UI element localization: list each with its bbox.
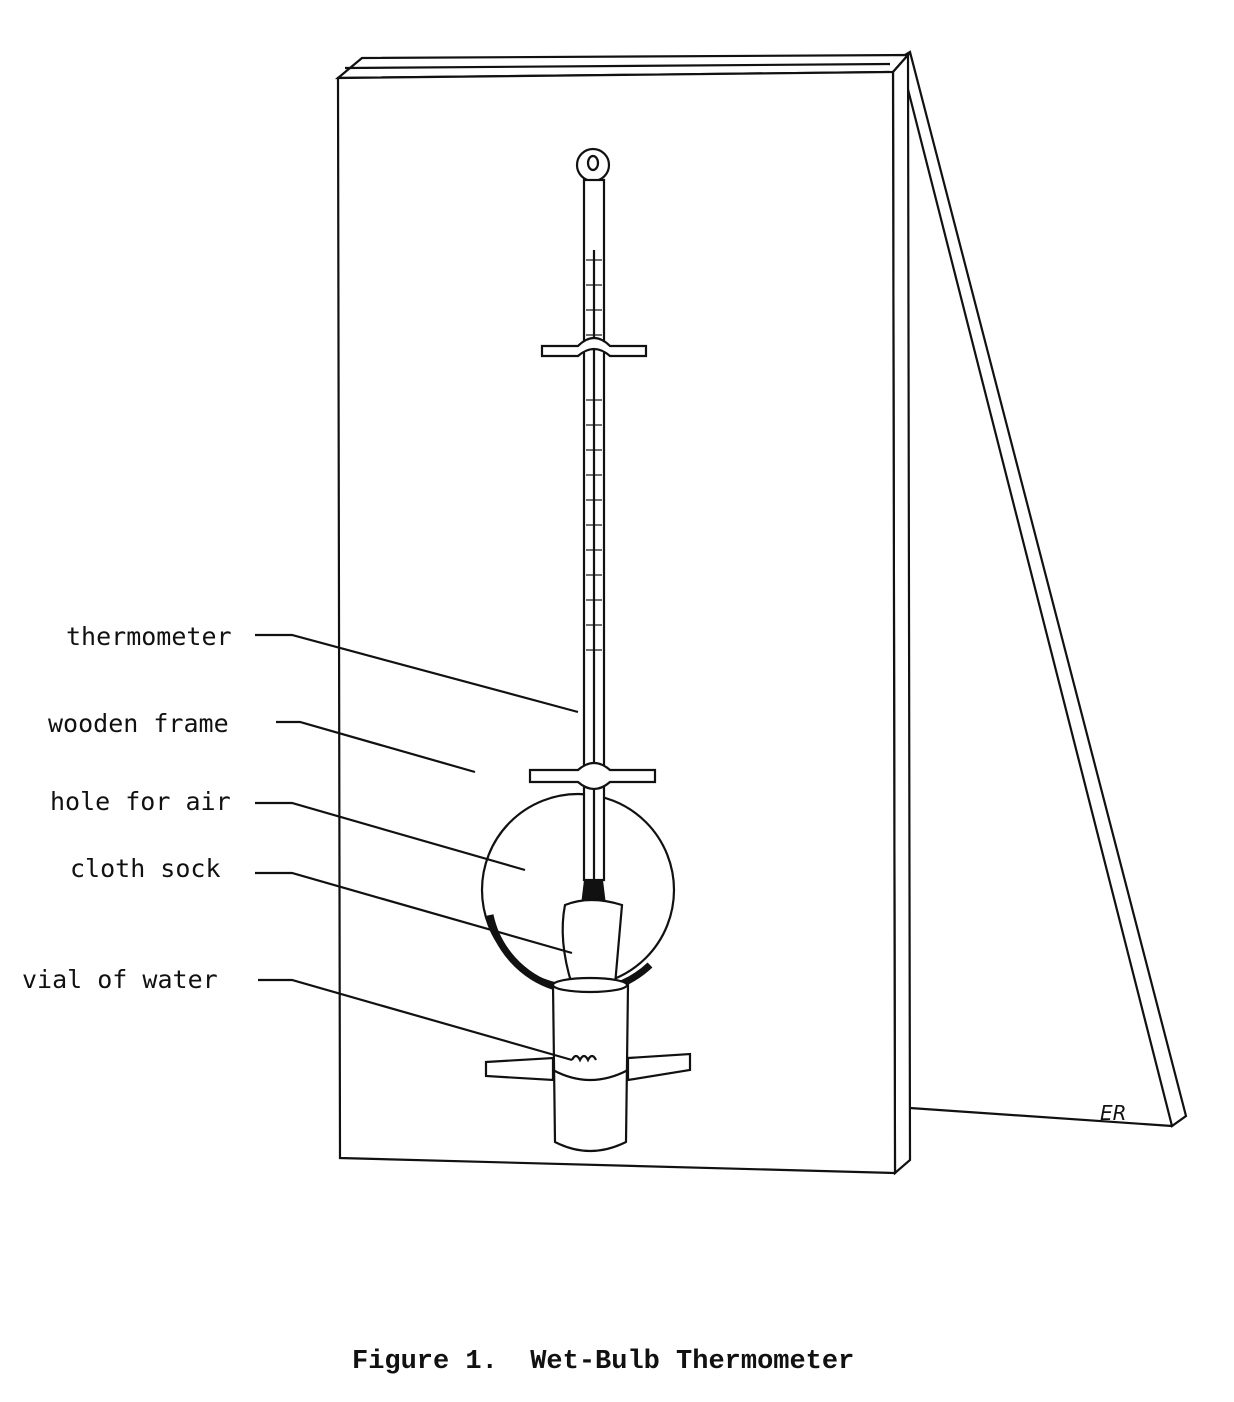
wooden-frame-board: [334, 52, 912, 1176]
cloth-sock: [561, 898, 624, 987]
label-vial-of-water: vial of water: [22, 965, 573, 1062]
artist-signature: ER: [1100, 1101, 1127, 1125]
label-hole-for-air: hole for air: [50, 787, 526, 872]
figure-caption: Figure 1. Wet-Bulb Thermometer: [352, 1347, 854, 1377]
lower-clamp: [484, 1052, 692, 1082]
thermometer: [575, 147, 611, 905]
label-text: cloth sock: [70, 854, 221, 883]
label-wooden-frame: wooden frame: [48, 709, 476, 774]
middle-clamp: [528, 761, 657, 791]
label-text: vial of water: [22, 965, 218, 994]
upper-clamp: [540, 336, 648, 358]
vial-of-water: [551, 976, 630, 1152]
label-text: thermometer: [66, 622, 232, 651]
label-text: hole for air: [50, 787, 231, 816]
label-text: wooden frame: [48, 709, 229, 738]
label-cloth-sock: cloth sock: [70, 854, 573, 955]
label-thermometer: thermometer: [66, 622, 579, 714]
support-leg: [898, 50, 1188, 1128]
